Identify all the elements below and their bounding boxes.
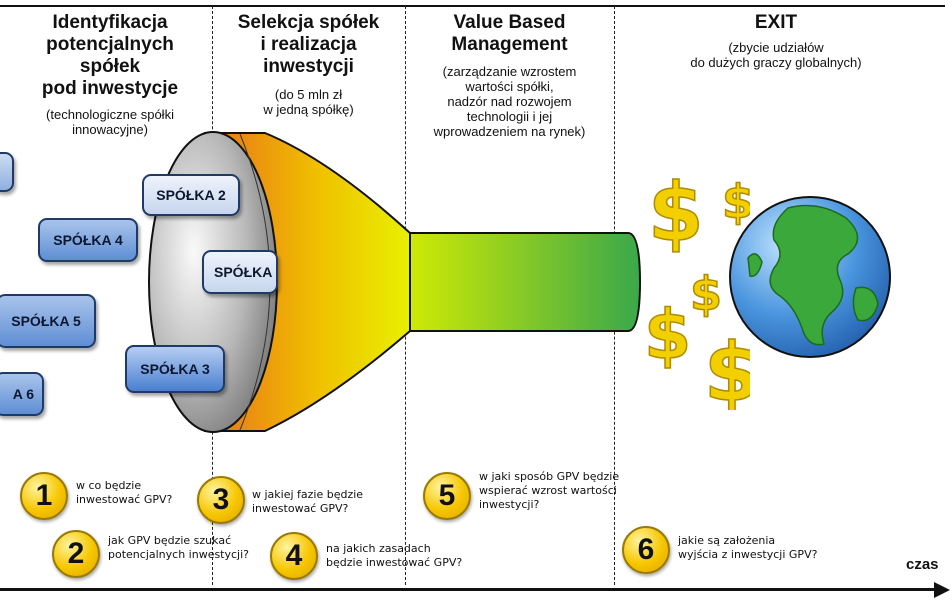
question-badge-3: 3: [197, 476, 245, 524]
company-box-inside-funnel: SPÓŁKA: [202, 250, 278, 294]
company-box-4: SPÓŁKA 4: [38, 218, 138, 262]
company-box-6: A 6: [0, 372, 44, 416]
pipe-body: [394, 232, 642, 332]
time-axis: [0, 588, 938, 591]
stage-2-subtitle: (do 5 mln zł w jedną spółkę): [263, 87, 354, 117]
stage-3-title: Value Based Management: [451, 12, 568, 55]
svg-text:$: $: [722, 175, 750, 229]
company-box-2: SPÓŁKA 2: [142, 174, 240, 216]
time-axis-arrow: [934, 582, 950, 598]
globe-icon: [729, 196, 891, 358]
stage-2-title: Selekcja spółek i realizacja inwestycji: [237, 12, 380, 77]
svg-text:$: $: [644, 296, 691, 375]
stage-3-subtitle: (zarządzanie wzrostem wartości spółki, n…: [433, 64, 586, 139]
stage-1-subtitle: (technologiczne spółki innowacyjne): [46, 107, 174, 137]
dollar-sign-icon: $ $ $ $ $: [643, 170, 750, 410]
stage-4-subtitle: (zbycie udziałów do dużych graczy global…: [690, 40, 862, 70]
company-box-3: SPÓŁKA 3: [125, 345, 225, 393]
svg-text:$: $: [648, 170, 704, 259]
top-border: [0, 5, 945, 7]
question-badge-1: 1: [20, 472, 68, 520]
question-badge-5: 5: [423, 472, 471, 520]
svg-text:$: $: [704, 326, 750, 410]
question-badge-4: 4: [270, 532, 318, 580]
time-axis-label: czas: [906, 556, 939, 573]
company-box-partial-top: [0, 152, 14, 192]
stage-4-title: EXIT: [754, 12, 798, 33]
svg-text:$: $: [690, 267, 722, 321]
company-box-5: SPÓŁKA 5: [0, 294, 96, 348]
stage-1-title: Identyfikacja potencjalnych spółek pod i…: [41, 12, 179, 99]
question-badge-2: 2: [52, 530, 100, 578]
question-badge-6: 6: [622, 526, 670, 574]
